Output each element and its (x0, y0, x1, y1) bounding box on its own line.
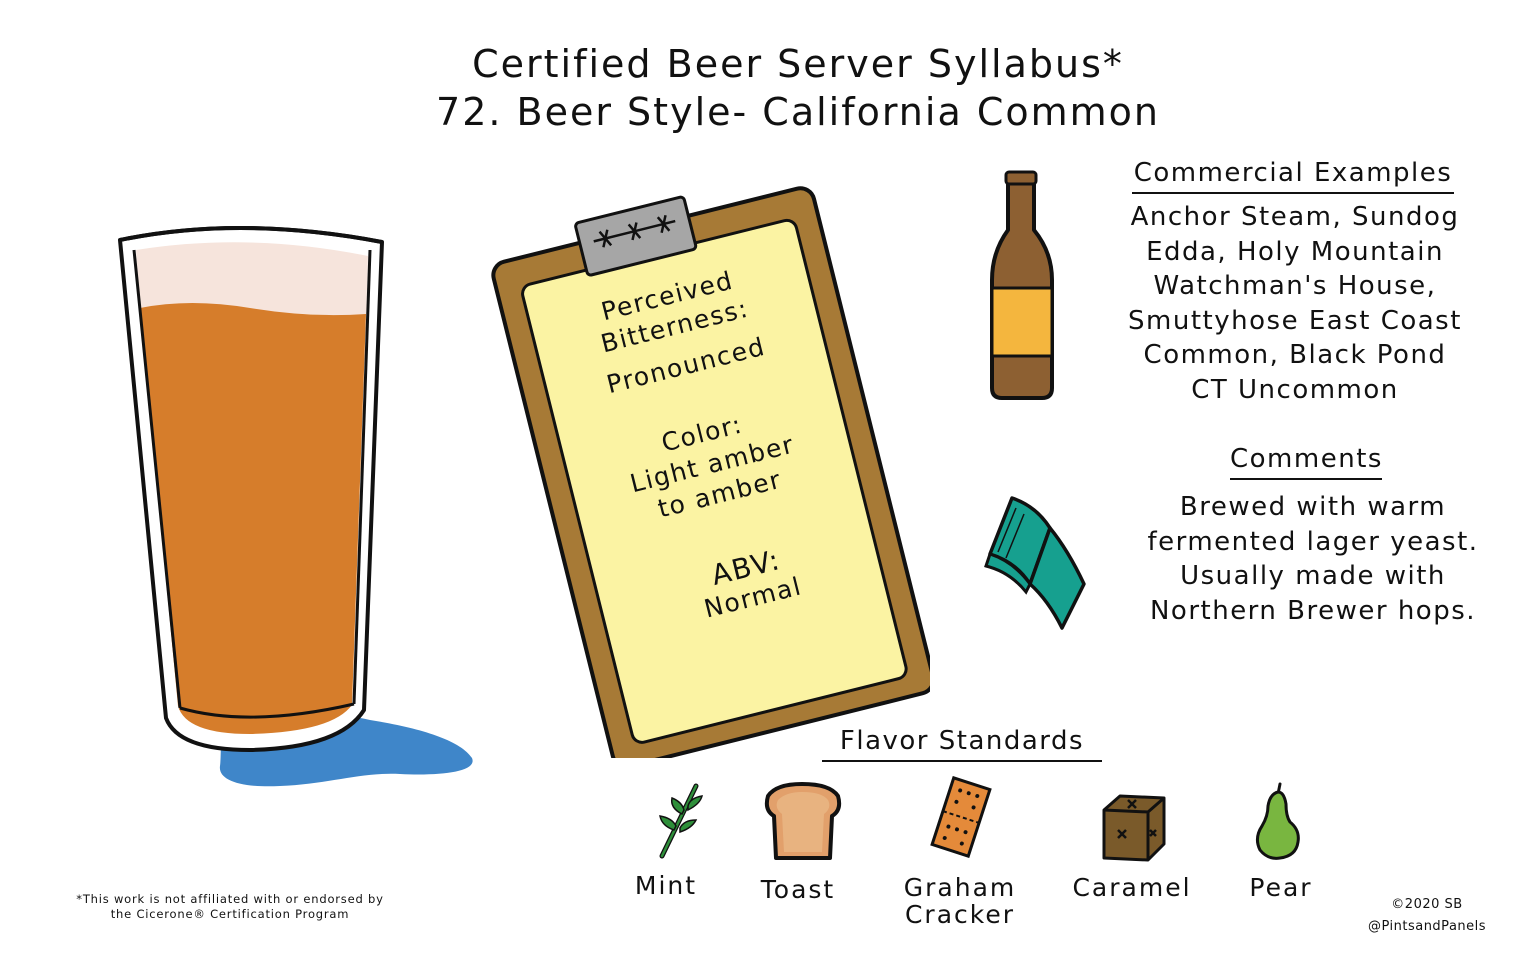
page-subtitle: 72. Beer Style- California Common (436, 90, 1160, 134)
glass-bottom-inner (179, 702, 355, 719)
example-line: CT Uncommon (1191, 374, 1399, 405)
clipboard-illustration (491, 186, 930, 758)
bottle-icon (990, 170, 1054, 400)
flavor-label-caramel: Caramel (1072, 873, 1192, 902)
disclaimer-line2: the Cicerone® Certification Program (110, 907, 350, 921)
caramel-icon (1102, 794, 1166, 862)
flavor-standards-heading: Flavor Standards (822, 726, 1102, 762)
beer-glass-illustration (118, 225, 473, 787)
copyright-year: ©2020 SB (1391, 897, 1463, 912)
toast-icon (764, 782, 842, 860)
social-handle: @PintsandPanels (1367, 919, 1487, 934)
flavor-label-graham-cracker: Graham Cracker (890, 874, 1030, 928)
disclaimer-line1: *This work is not affiliated with or end… (76, 892, 384, 906)
comment-line: Northern Brewer hops. (1149, 595, 1477, 626)
glass-rim (119, 225, 383, 244)
book-icon (984, 496, 1086, 630)
example-line: Watchman's House, (1153, 271, 1437, 301)
comments-text: Brewed with warm fermented lager yeast. … (1128, 490, 1498, 628)
foam-shape (136, 242, 368, 320)
comment-line: Usually made with (1180, 561, 1446, 591)
glass-inner-line (132, 249, 182, 709)
comment-line: Brewed with warm (1179, 492, 1447, 522)
glass-inner-line-right (352, 249, 372, 705)
graham-label-line2: Cracker (904, 900, 1016, 929)
beer-liquid (140, 303, 366, 734)
commercial-examples-heading: Commercial Examples (1132, 158, 1454, 194)
flavor-label-toast: Toast (760, 875, 836, 904)
clip-stitch (593, 214, 676, 248)
comments-heading: Comments (1230, 444, 1382, 480)
mint-icon (659, 783, 704, 859)
flavor-label-mint: Mint (634, 871, 698, 900)
flavor-label-pear: Pear (1249, 873, 1313, 902)
pear-icon (1255, 782, 1300, 860)
copyright: ©2020 SB @PintsandPanels (1352, 894, 1502, 938)
graham-label-line1: Graham (903, 873, 1017, 902)
disclaimer: *This work is not affiliated with or end… (40, 892, 420, 922)
graham-cracker-icon (930, 776, 992, 858)
example-line: Edda, Holy Mountain (1146, 236, 1444, 267)
commercial-examples-list: Anchor Steam, Sundog Edda, Holy Mountain… (1110, 200, 1480, 407)
example-line: Anchor Steam, Sundog (1130, 202, 1460, 232)
example-line: Smuttyhose East Coast (1128, 305, 1462, 336)
comment-line: fermented lager yeast. (1147, 526, 1479, 557)
page-title: Certified Beer Server Syllabus* (472, 42, 1124, 86)
example-line: Common, Black Pond (1143, 340, 1447, 370)
